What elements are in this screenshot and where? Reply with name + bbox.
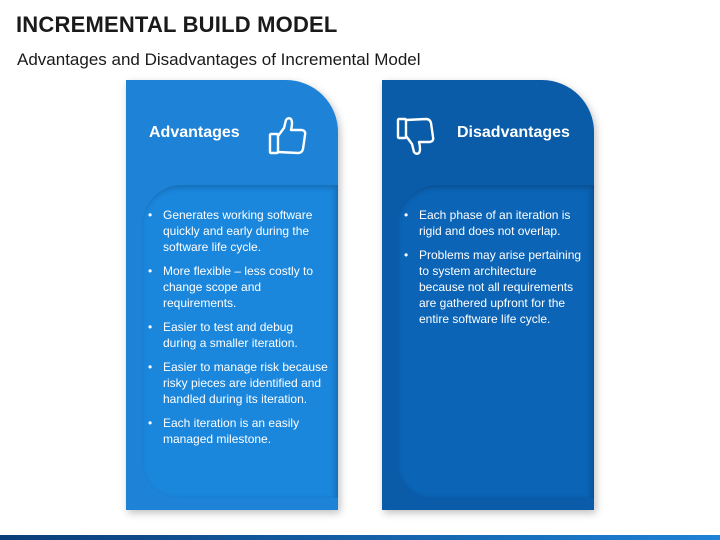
list-item: Each phase of an iteration is rigid and … [404,207,584,239]
thumbs-down-icon [396,117,435,155]
list-item: Easier to manage risk because risky piec… [148,359,328,407]
advantages-heading: Advantages [149,124,240,141]
advantages-content: Generates working software quickly and e… [142,185,338,498]
list-item: Each iteration is an easily managed mile… [148,415,328,447]
advantages-panel: Advantages Generates working software qu… [126,80,338,510]
list-item: Generates working software quickly and e… [148,207,328,255]
disadvantages-content: Each phase of an iteration is rigid and … [398,185,594,498]
advantages-list: Generates working software quickly and e… [148,207,328,455]
bottom-accent-bar [0,535,720,540]
disadvantages-list: Each phase of an iteration is rigid and … [404,207,584,335]
list-item: Problems may arise pertaining to system … [404,247,584,327]
thumbs-up-icon [268,117,307,155]
list-item: Easier to test and debug during a smalle… [148,319,328,351]
page-subtitle: Advantages and Disadvantages of Incremen… [17,50,421,69]
page-title: INCREMENTAL BUILD MODEL [16,12,338,37]
disadvantages-panel: Disadvantages Each phase of an iteration… [382,80,594,510]
disadvantages-heading: Disadvantages [457,124,570,141]
list-item: More flexible – less costly to change sc… [148,263,328,311]
